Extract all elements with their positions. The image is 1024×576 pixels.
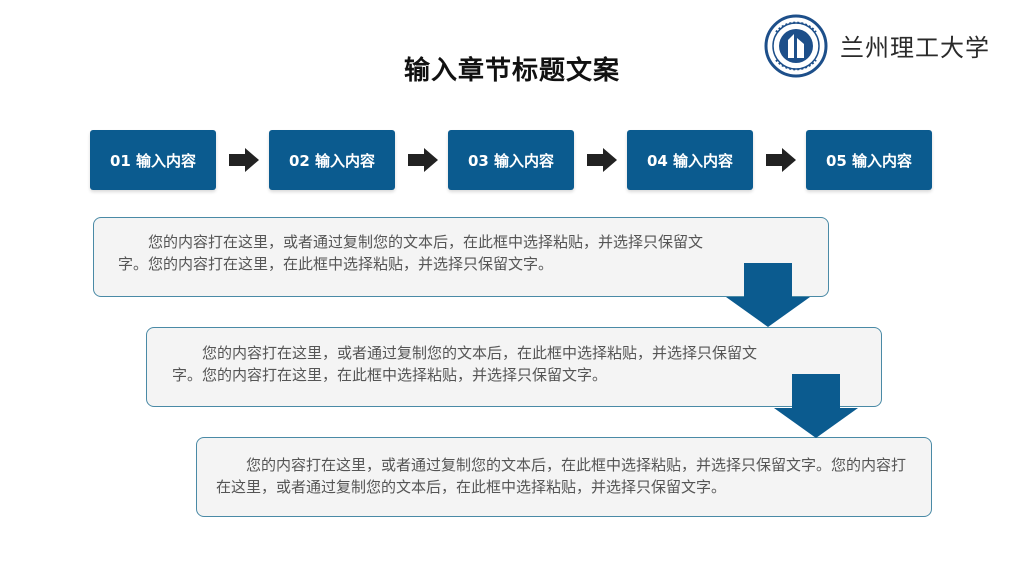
content-card-2[interactable]	[146, 327, 882, 407]
step-05[interactable]: 05 输入内容	[806, 130, 932, 190]
down-arrow-icon	[774, 374, 858, 438]
card-3-text: 您的内容打在这里，或者通过复制您的文本后，在此框中选择粘贴，并选择只保留文字。您…	[216, 456, 907, 496]
page-title: 输入章节标题文案	[403, 56, 620, 86]
right-arrow-icon	[229, 148, 259, 172]
down-arrow-icon	[726, 263, 810, 327]
right-arrow-icon	[587, 148, 617, 172]
content-card-1[interactable]	[93, 217, 829, 297]
content-card-3[interactable]	[196, 437, 932, 517]
university-name: 兰州理工大学	[840, 34, 990, 62]
step-01[interactable]: 01 输入内容	[90, 130, 216, 190]
card-1-text: 您的内容打在这里，或者通过复制您的文本后，在此框中选择粘贴，并选择只保留文字。您…	[118, 233, 704, 273]
step-04[interactable]: 04 输入内容	[627, 130, 753, 190]
university-logo-icon	[764, 14, 828, 78]
right-arrow-icon	[408, 148, 438, 172]
step-03[interactable]: 03 输入内容	[448, 130, 574, 190]
right-arrow-icon	[766, 148, 796, 172]
step-02[interactable]: 02 输入内容	[269, 130, 395, 190]
card-2-text: 您的内容打在这里，或者通过复制您的文本后，在此框中选择粘贴，并选择只保留文字。您…	[172, 344, 758, 384]
